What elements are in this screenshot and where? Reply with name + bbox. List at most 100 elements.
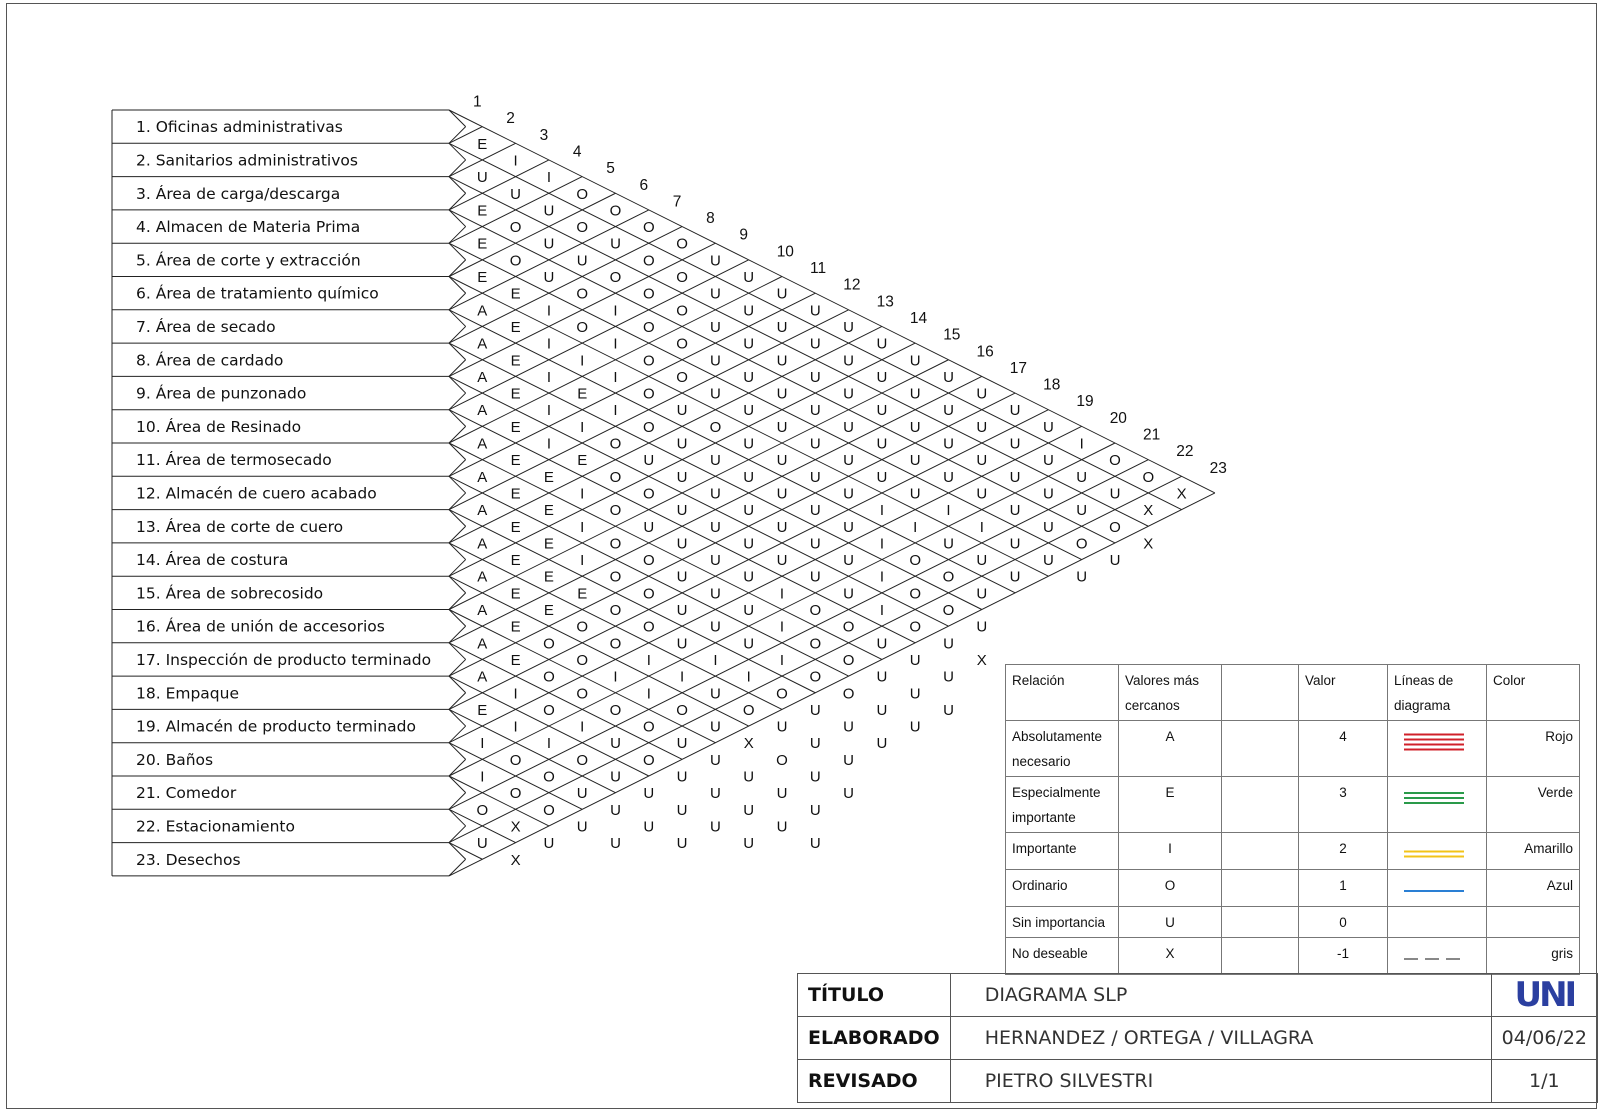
area-label-3: 3. Área de carga/descarga [136, 184, 340, 203]
relationship-code-12-15: E [544, 535, 554, 552]
label-arrow-edge [448, 292, 467, 311]
grid-diagonal-up [448, 409, 1049, 710]
grid-diagonal-up [448, 459, 1149, 810]
relationship-code-7-20: I [880, 535, 884, 552]
relationship-code-19-25: U [643, 818, 654, 835]
legend-lines [1387, 832, 1487, 870]
relationship-code-11-17: O [643, 552, 655, 569]
area-label-8: 8. Área de cardado [136, 350, 283, 369]
relationship-code-6-23: U [1010, 569, 1021, 586]
label-arrow-edge [448, 342, 467, 361]
relationship-code-15-24: X [744, 735, 754, 752]
area-label-12: 12. Almacén de cuero acabado [136, 484, 377, 502]
relationship-code-2-12: U [777, 319, 788, 336]
relationship-code-20-22: O [510, 785, 522, 802]
relationship-code-17-18: A [477, 669, 487, 686]
column-number-18: 18 [1043, 377, 1060, 394]
relationship-code-6-22: U [976, 552, 987, 569]
relationship-code-9-13: E [577, 452, 587, 469]
legend-blank [1221, 776, 1299, 833]
label-arrow-edge [448, 442, 467, 461]
label-arrow-edge [448, 309, 467, 327]
relationship-code-9-14: O [610, 469, 622, 486]
relationship-code-3-24: X [1143, 535, 1153, 552]
relationship-code-10-15: O [610, 502, 622, 519]
column-number-16: 16 [977, 343, 994, 360]
relationship-code-16-20: O [576, 685, 588, 702]
legend-relacion: Sin importancia [1005, 906, 1119, 938]
relationship-code-2-4: U [510, 186, 521, 203]
area-label-6: 6. Área de tratamiento químico [136, 284, 379, 303]
relationship-code-13-24: U [810, 702, 821, 719]
relationship-code-5-8: I [547, 302, 551, 319]
relationship-code-8-13: O [610, 436, 622, 453]
label-arrow-edge [448, 392, 467, 411]
legend-blank [1221, 720, 1299, 777]
relationship-code-14-15: A [477, 569, 487, 586]
relationship-code-2-20: U [1043, 452, 1054, 469]
label-arrow-edge [448, 825, 467, 843]
label-arrow-edge [448, 376, 467, 394]
relationship-code-2-21: U [1076, 469, 1087, 486]
line-swatch-icon [1404, 792, 1464, 804]
grid-diagonal-down [448, 109, 1216, 494]
label-arrow-edge [448, 192, 467, 211]
relationship-code-9-16: U [677, 502, 688, 519]
relationship-code-4-12: U [710, 352, 721, 369]
legend-relacion: Ordinario [1005, 869, 1119, 907]
relationship-code-9-10: A [477, 402, 487, 419]
relationship-code-2-10: U [710, 286, 721, 303]
relationship-code-14-26: U [843, 752, 854, 769]
relationship-code-11-20: U [743, 602, 754, 619]
legend-lines [1387, 776, 1487, 833]
relationship-code-17-22: U [610, 735, 621, 752]
label-arrow-edge [448, 109, 467, 128]
relationship-code-6-12: O [643, 386, 655, 403]
column-number-1: 1 [473, 94, 482, 111]
relationship-code-17-26: U [743, 802, 754, 819]
relationship-code-6-15: U [743, 436, 754, 453]
relationship-code-12-23: O [809, 669, 821, 686]
legend-valor: 3 [1298, 776, 1388, 833]
label-arrow-edge [448, 492, 467, 510]
label-arrow-edge [448, 792, 467, 810]
label-arrow-edge [448, 259, 467, 277]
area-label-21: 21. Comedor [136, 784, 237, 802]
relationship-code-6-13: U [677, 402, 688, 419]
legend-code: E [1118, 776, 1222, 833]
relationship-code-12-19: U [677, 602, 688, 619]
area-label-14: 14. Área de costura [136, 550, 288, 569]
relationship-code-10-16: U [643, 519, 654, 536]
area-label-11: 11. Área de termosecado [136, 450, 332, 469]
legend-relacion: Especialmente importante [1005, 776, 1119, 833]
area-label-5: 5. Área de corte y extracción [136, 250, 361, 269]
legend-header-valores: Valores más cercanos [1118, 664, 1222, 721]
relationship-code-1-22: O [1142, 469, 1154, 486]
relationship-code-1-11: U [777, 286, 788, 303]
relationship-code-5-20: I [946, 502, 950, 519]
legend-header-row: Relación Valores más cercanos Valor Líne… [1005, 664, 1580, 721]
column-number-6: 6 [640, 177, 649, 194]
relationship-code-4-19: U [943, 469, 954, 486]
relationship-code-1-7: O [643, 219, 655, 236]
relationship-code-15-18: O [543, 635, 555, 652]
label-arrow-edge [448, 126, 467, 144]
column-number-5: 5 [606, 160, 615, 177]
relationship-code-13-17: E [577, 585, 587, 602]
relationship-code-11-21: I [780, 619, 784, 636]
relationship-code-5-16: U [810, 436, 821, 453]
relationship-code-3-14: U [810, 369, 821, 386]
label-arrow-edge [448, 509, 467, 527]
legend-code: A [1118, 720, 1222, 777]
line-swatch-icon [1404, 958, 1464, 960]
relationship-code-6-20: I [913, 519, 917, 536]
relationship-code-2-11: U [743, 302, 754, 319]
relationship-code-17-21: I [580, 719, 584, 736]
legend-color: Azul [1486, 869, 1580, 907]
relationship-code-8-18: U [777, 519, 788, 536]
relationship-code-7-12: I [613, 402, 617, 419]
relationship-code-14-25: U [810, 735, 821, 752]
relationship-code-1-17: U [976, 386, 987, 403]
